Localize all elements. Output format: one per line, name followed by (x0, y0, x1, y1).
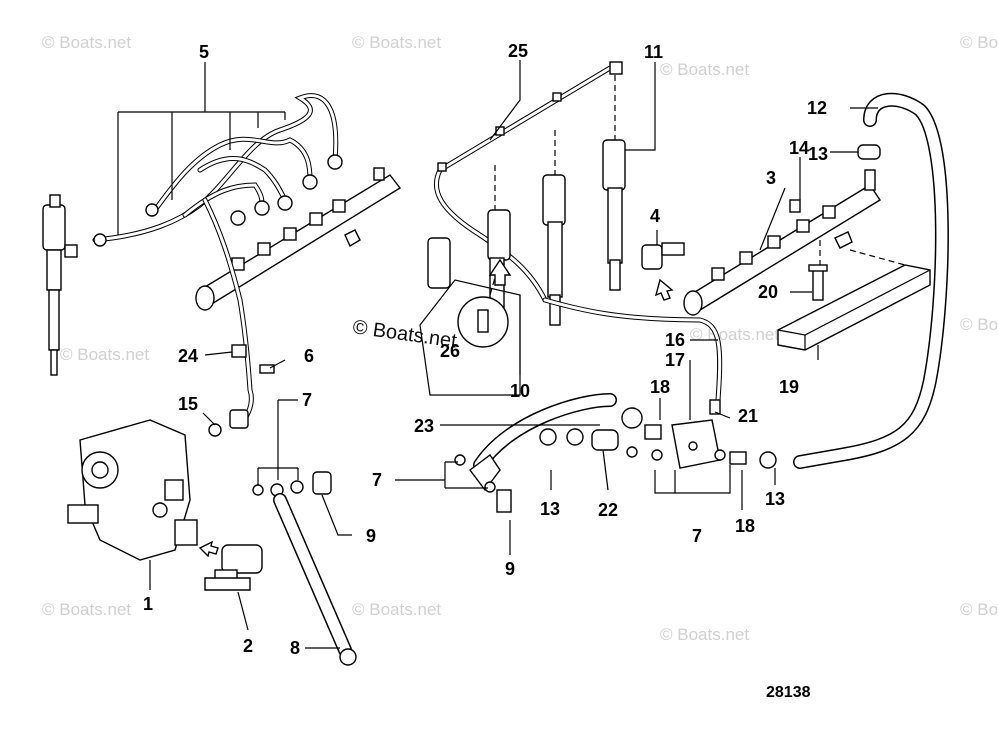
callout-26: 26 (440, 341, 460, 361)
fuel-hose-12 (793, 92, 949, 469)
callout-7-right: 7 (692, 526, 702, 546)
pressure-sensor (641, 242, 685, 270)
callout-11: 11 (644, 42, 663, 62)
callout-15: 15 (178, 394, 198, 414)
direction-arrows (198, 278, 674, 558)
callout-9-center: 9 (505, 559, 515, 579)
line-clamp (231, 344, 275, 374)
callout-7-left: 7 (302, 390, 312, 410)
watermark: © Boats.net (960, 33, 998, 52)
callout-14: 14 (789, 138, 809, 158)
callout-23: 23 (414, 416, 434, 436)
callout-20: 20 (758, 282, 778, 302)
callout-24: 24 (178, 346, 198, 366)
watermark: © Boats.net (42, 33, 131, 52)
watermark: © Boats.net (960, 315, 998, 334)
leader-lines (117, 60, 878, 649)
high-pressure-pump (67, 419, 198, 561)
callout-6: 6 (304, 346, 314, 366)
callout-13-right: 13 (765, 489, 785, 509)
callout-2: 2 (243, 636, 253, 656)
injector-left (42, 194, 78, 376)
rail-ports-left (231, 199, 346, 271)
callout-16: 16 (665, 330, 685, 350)
callout-21: 21 (738, 406, 758, 426)
watermark: © Boats.net (60, 345, 149, 364)
bolt-14 (789, 199, 801, 213)
figure-number: 28138 (766, 684, 811, 701)
watermark: © Boats.net (42, 600, 131, 619)
watermark: © Boats.net (660, 625, 749, 644)
watermark: © Boats.net (352, 600, 441, 619)
watermark: © Boats.net (960, 600, 998, 619)
watermark: © Boats.net (352, 33, 441, 52)
callout-17: 17 (665, 350, 685, 370)
washer (208, 423, 222, 437)
injectors-center (427, 139, 626, 326)
watermark: © Boats.net (660, 60, 749, 79)
callout-10: 10 (510, 381, 530, 401)
callout-9-left: 9 (366, 526, 376, 546)
high-pressure-lines (92, 93, 343, 429)
fuel-rail-left (195, 167, 402, 311)
callout-12: 12 (807, 98, 827, 118)
callout-22: 22 (598, 500, 618, 520)
callout-3: 3 (766, 168, 776, 188)
callouts: 1 2 3 4 5 6 7 7 7 8 9 9 10 11 12 13 13 1… (143, 41, 828, 701)
callout-1: 1 (143, 594, 153, 614)
callout-19: 19 (779, 377, 799, 397)
fuel-fittings-lower (454, 399, 777, 513)
fuel-hose-23 (473, 393, 617, 472)
fitting-seals-left (252, 471, 332, 497)
mounting-bracket (777, 264, 931, 351)
callout-18-center: 18 (650, 377, 670, 397)
watermark: © Boats.net (690, 325, 779, 344)
callout-4: 4 (650, 206, 660, 226)
callout-5: 5 (199, 42, 209, 62)
fuel-rail-right (683, 169, 881, 316)
callout-13-top: 13 (808, 144, 828, 164)
callout-18-right: 18 (735, 516, 755, 536)
pressure-regulator (204, 544, 263, 591)
callout-8: 8 (290, 638, 300, 658)
callout-13-center: 13 (540, 499, 560, 519)
callout-7-center: 7 (372, 470, 382, 490)
return-line-25 (433, 61, 623, 303)
callout-25: 25 (508, 41, 528, 61)
detail-inset (419, 258, 521, 396)
return-hose (273, 493, 357, 666)
